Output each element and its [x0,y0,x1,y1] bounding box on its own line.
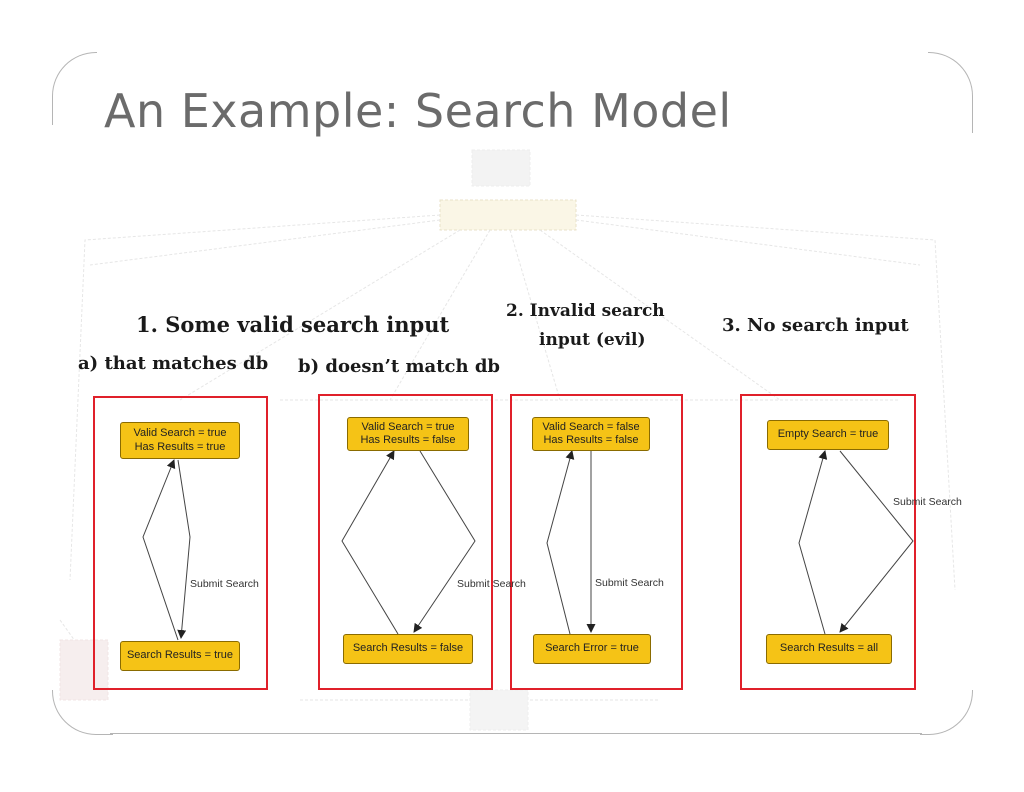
edge-label-submit-search: Submit Search [190,578,259,590]
panel-no-match-db [318,394,493,690]
state-search-results-true: Search Results = true [120,641,240,671]
caption-invalid-line2: input (evil) [539,330,646,350]
edge-submit-b [413,450,476,633]
edge-return-d [798,450,828,635]
state-line: Empty Search = true [777,428,879,441]
caption-invalid-line1: 2. Invalid search [506,301,665,321]
slide-title: An Example: Search Model [104,84,732,138]
edge-return-a [142,459,179,641]
bottom-rule [110,733,922,734]
state-line: Valid Search = true [361,420,455,433]
caption-no-match-db: b) doesn’t match db [298,356,500,377]
edge-submit-a [177,459,191,639]
state-invalid-no-results: Valid Search = false Has Results = false [532,417,650,451]
panel-matches-db [93,396,268,690]
edge-label-submit-search: Submit Search [893,496,962,508]
state-line: Valid Search = false [542,420,640,433]
edge-return-b [341,450,399,635]
edge-label-submit-search: Submit Search [595,577,664,589]
state-line: Has Results = false [543,434,639,446]
state-empty-search-true: Empty Search = true [767,420,889,450]
state-valid-no-results: Valid Search = true Has Results = false [347,417,469,451]
edge-return-c [546,450,575,635]
state-search-results-all: Search Results = all [766,634,892,664]
state-line: Has Results = false [360,434,456,446]
caption-valid-input: 1. Some valid search input [136,312,450,337]
panel-invalid-search [510,394,683,690]
state-line: Search Results = all [779,642,879,655]
state-line: Search Error = true [545,642,639,655]
state-line: Search Results = false [352,642,464,655]
state-valid-has-results: Valid Search = true Has Results = true [120,422,240,459]
edge-label-submit-search: Submit Search [457,578,526,590]
caption-matches-db: a) that matches db [78,353,269,374]
state-search-results-false: Search Results = false [343,634,473,664]
state-line: Has Results = true [134,440,226,453]
edge-submit-d [839,450,914,633]
caption-no-input: 3. No search input [722,315,909,336]
state-search-error-true: Search Error = true [533,634,651,664]
state-line: Search Results = true [126,649,234,662]
panel-no-search [740,394,916,690]
state-line: Valid Search = true [133,427,227,440]
